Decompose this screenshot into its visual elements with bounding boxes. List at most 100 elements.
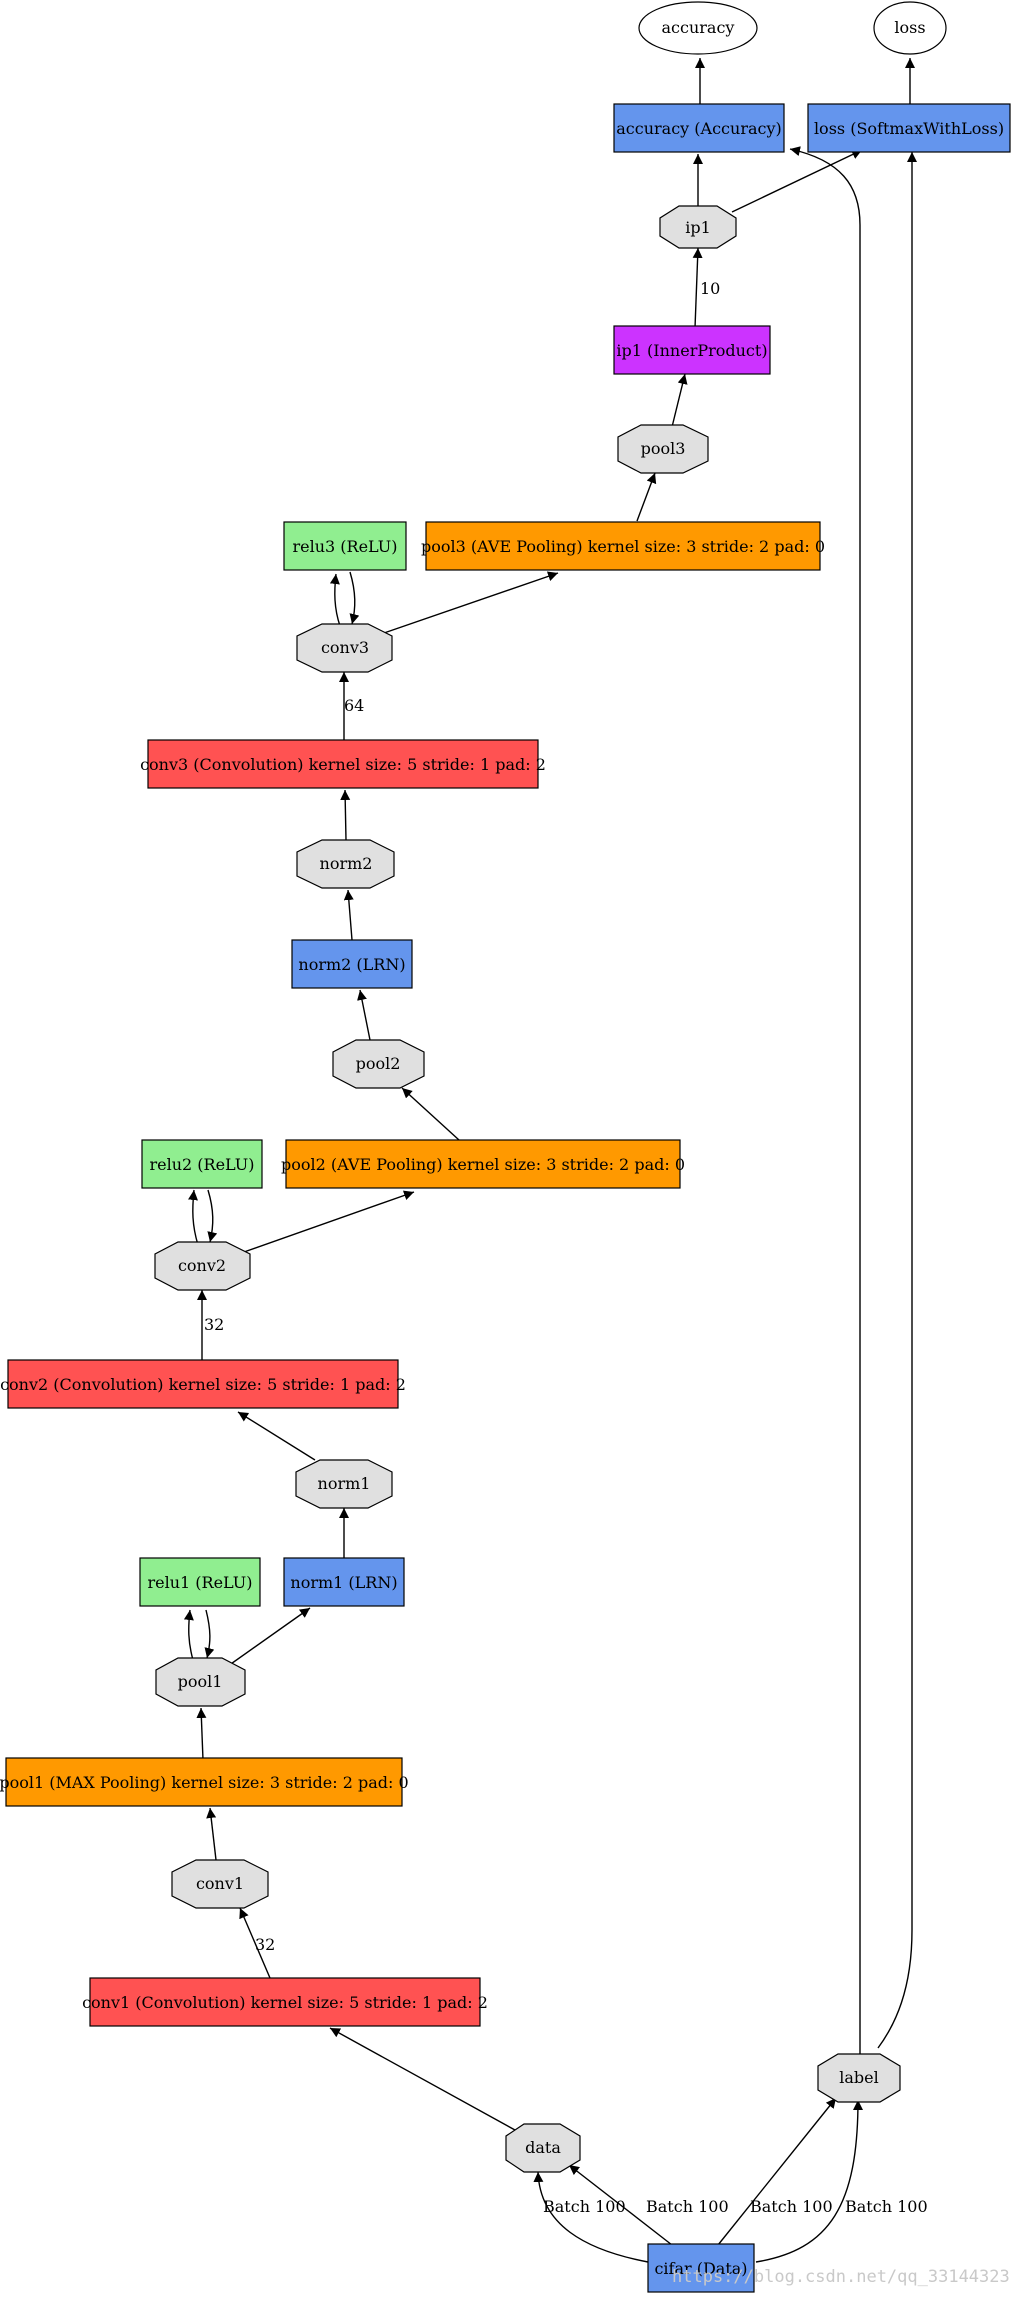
output-loss: loss [873,1,947,55]
blob-conv1-label: conv1 [196,1874,244,1893]
blob-label-label: label [839,2068,878,2087]
edge-conv3-to-relu3 [329,573,341,627]
edge-cifar-to-data-left [533,2171,649,2263]
layer-accuracy: accuracy (Accuracy) [613,103,785,153]
edge-conv2-to-pool2layer [243,1190,415,1253]
edge-ip1layer-to-ip1 [692,247,703,329]
layer-pool2-box [285,1139,681,1189]
blob-pool1: pool1 [155,1657,246,1707]
layer-cifar: cifar (Data) [647,2243,755,2293]
blob-data-label: data [525,2138,561,2157]
layer-norm1-box [283,1557,405,1607]
edge-conv2-to-relu2 [188,1189,199,1246]
edge-pool1-to-norm1layer [227,1607,311,1667]
layer-relu1-box [139,1557,261,1607]
layer-relu2-label: relu2 (ReLU) [149,1155,254,1174]
edge-cifar-to-label-right [755,2099,863,2263]
layer-norm1-label: norm1 (LRN) [290,1573,397,1592]
edge-label-batch-data-right: Batch 100 [646,2197,729,2216]
edges [183,58,917,2263]
edge-relu2-to-conv2 [207,1189,218,1243]
blob-ip1: ip1 [659,205,737,249]
edge-label-batch-data-left: Batch 100 [543,2197,626,2216]
layer-ip1-label: ip1 (InnerProduct) [616,341,767,360]
layer-cifar-label: cifar (Data) [654,2259,747,2278]
edge-norm2-to-conv3layer [340,789,351,841]
blob-pool1-label: pool1 [178,1672,223,1691]
layer-norm2-label: norm2 (LRN) [298,955,405,974]
edge-pool2layer-to-pool2 [401,1087,460,1141]
edge-cifar-to-data-right [568,2164,673,2246]
blob-conv3: conv3 [296,623,393,673]
layer-norm2-box [291,939,413,989]
output-accuracy-label: accuracy [662,18,735,37]
layer-conv2: conv2 (Convolution) kernel size: 5 strid… [0,1359,406,1409]
layer-pool2: pool2 (AVE Pooling) kernel size: 3 strid… [281,1139,685,1189]
blob-label: label [817,2053,901,2103]
edge-label-batch-label-right: Batch 100 [845,2197,928,2216]
edge-pool3layer-to-pool3 [636,472,657,522]
edge-pool2-to-norm2layer [357,989,371,1041]
output-loss-label: loss [894,18,925,37]
blob-norm2: norm2 [296,839,395,889]
blob-pool3: pool3 [617,424,709,474]
edge-label-conv1: 32 [255,1935,275,1954]
blob-data: data [505,2123,581,2173]
layer-conv3: conv3 (Convolution) kernel size: 5 strid… [140,739,546,789]
layer-accuracy-box [613,103,785,153]
layer-loss-box [807,103,1011,153]
watermark-text: https://blog.csdn.net/qq_33144323 [672,2267,1010,2287]
blob-norm2-label: norm2 [320,854,373,873]
layer-relu3-box [283,521,407,571]
edge-label-to-accuracy [789,146,861,2058]
blob-ip1-label: ip1 [685,218,711,237]
blob-pool2-label: pool2 [356,1054,401,1073]
edge-norm1-to-conv2layer [237,1411,316,1461]
layer-relu2: relu2 (ReLU) [141,1139,263,1189]
layer-norm1: norm1 (LRN) [283,1557,405,1607]
edge-label-to-loss [877,152,917,2049]
edge-label-conv2: 32 [204,1315,224,1334]
layer-conv1-box [89,1977,481,2027]
layer-conv3-box [147,739,539,789]
edge-label-ip1: 10 [700,279,720,298]
layer-relu3: relu3 (ReLU) [283,521,407,571]
edge-conv3-to-pool3layer [383,571,559,634]
blob-norm1-label: norm1 [318,1474,371,1493]
output-accuracy: accuracy [638,1,758,55]
layer-norm2: norm2 (LRN) [291,939,413,989]
edge-relu3-to-conv3 [349,571,360,625]
blob-pool2: pool2 [332,1039,425,1089]
edge-conv1layer-to-conv1 [239,1907,271,1979]
layer-conv1-label: conv1 (Convolution) kernel size: 5 strid… [82,1993,488,2012]
layer-ip1: ip1 (InnerProduct) [613,325,771,375]
layer-cifar-box [647,2243,755,2293]
layer-pool3-label: pool3 (AVE Pooling) kernel size: 3 strid… [421,537,825,556]
layer-pool1-label: pool1 (MAX Pooling) kernel size: 3 strid… [0,1773,409,1792]
layer-relu2-box [141,1139,263,1189]
layer-loss: loss (SoftmaxWithLoss) [807,103,1011,153]
blob-conv3-label: conv3 [321,638,369,657]
layer-conv2-label: conv2 (Convolution) kernel size: 5 strid… [0,1375,406,1394]
edge-label-batch-label-left: Batch 100 [750,2197,833,2216]
layer-conv1: conv1 (Convolution) kernel size: 5 strid… [82,1977,488,2027]
edge-cifar-to-label-left [717,2097,837,2246]
layer-pool1: pool1 (MAX Pooling) kernel size: 3 strid… [0,1757,409,1807]
edge-norm2layer-to-norm2 [343,889,354,941]
layer-pool2-label: pool2 (AVE Pooling) kernel size: 3 strid… [281,1155,685,1174]
blob-conv2-label: conv2 [178,1256,226,1275]
edge-pool1-to-relu1 [183,1609,194,1661]
layer-conv3-label: conv3 (Convolution) kernel size: 5 strid… [140,755,546,774]
blob-conv2: conv2 [154,1241,251,1291]
blob-pool3-label: pool3 [641,439,686,458]
edge-data-to-conv1layer [329,2027,516,2131]
layer-accuracy-label: accuracy (Accuracy) [616,119,782,138]
layer-relu3-label: relu3 (ReLU) [292,537,397,556]
edge-label-conv3: 64 [344,696,364,715]
edge-pool1layer-to-pool1 [196,1707,207,1761]
edge-labels: 10 64 32 32 Batch 100 Batch 100 Batch 10… [204,279,928,2216]
edge-conv1-to-pool1layer [206,1807,217,1861]
layer-loss-label: loss (SoftmaxWithLoss) [814,119,1004,138]
edge-relu1-to-pool1 [204,1609,215,1659]
